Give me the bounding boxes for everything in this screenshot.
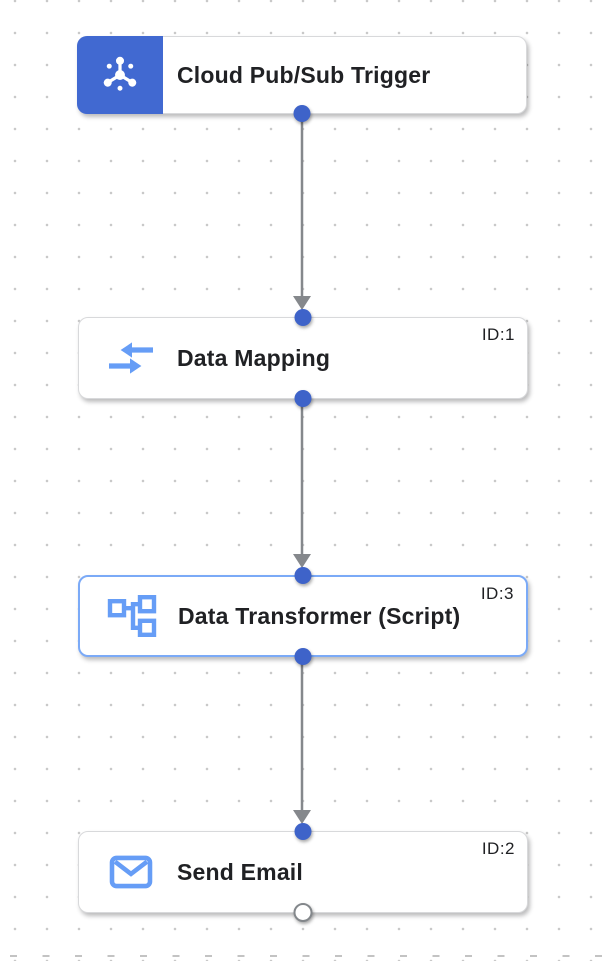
node-cloud-pubsub-trigger[interactable]: Cloud Pub/Sub Trigger (77, 36, 527, 122)
node-data-transformer-script[interactable]: ID:3 Data Transformer (Script) (78, 567, 528, 665)
node-id-badge: ID:3 (480, 584, 514, 603)
pubsub-icon (103, 56, 137, 91)
data-mapping-icon-container (105, 318, 157, 398)
node-title: Send Email (177, 858, 303, 885)
node-data-mapping[interactable]: ID:1 Data Mapping (78, 309, 528, 407)
edge-transformer-to-send-email[interactable] (293, 657, 311, 824)
edge-trigger-to-data-mapping[interactable] (293, 112, 311, 310)
edge-data-mapping-to-transformer[interactable] (293, 399, 311, 568)
node-title: Cloud Pub/Sub Trigger (177, 61, 431, 88)
canvas-bottom-grid-dashes (10, 955, 612, 957)
node-title: Data Mapping (177, 344, 331, 371)
node-id-badge: ID:1 (481, 325, 515, 344)
node-id-badge: ID:2 (481, 839, 515, 858)
input-port[interactable] (294, 567, 312, 584)
input-port[interactable] (294, 823, 312, 840)
node-title: Data Transformer (Script) (178, 602, 461, 629)
send-email-icon (109, 855, 153, 889)
node-send-email[interactable]: ID:2 Send Email (78, 823, 528, 922)
output-port[interactable] (294, 390, 312, 407)
send-email-icon-container (105, 832, 157, 912)
pubsub-icon-container (77, 36, 163, 114)
output-port[interactable] (293, 105, 311, 122)
output-port[interactable] (294, 648, 312, 665)
input-port[interactable] (294, 309, 312, 326)
output-port-open[interactable] (293, 903, 313, 922)
data-transformer-icon-container (106, 577, 158, 655)
data-transformer-icon (107, 595, 157, 637)
data-mapping-icon (109, 342, 153, 374)
